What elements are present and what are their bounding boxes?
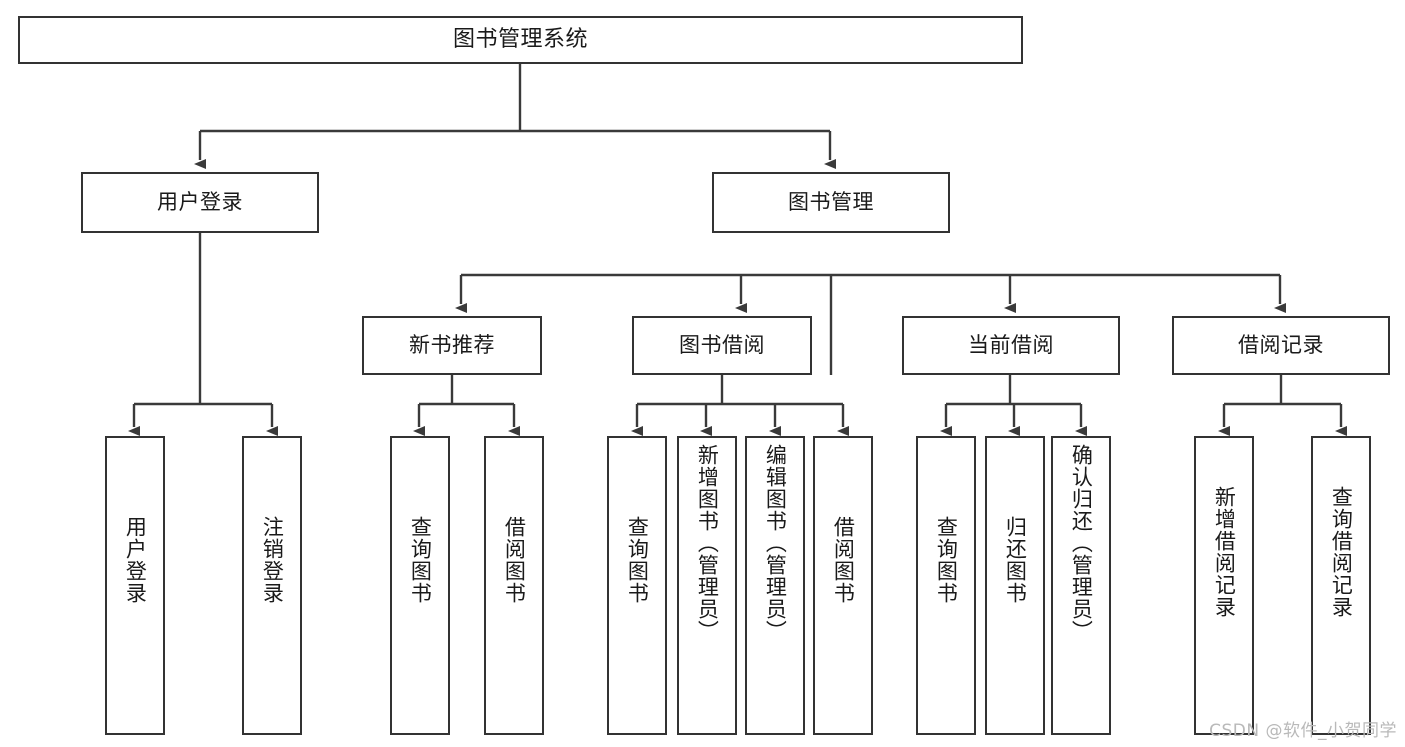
node-leaf-query-book-2-label: 查询图书 (625, 516, 650, 604)
node-leaf-query-book-2[interactable]: 查询图书 (607, 436, 667, 735)
node-leaf-return-book-label: 归还图书 (1003, 516, 1028, 604)
node-leaf-add-book-label: 新增图书（管理员） (695, 444, 720, 642)
node-leaf-borrow-book-2-label: 借阅图书 (831, 516, 856, 604)
node-leaf-query-book-1-label: 查询图书 (408, 516, 433, 604)
node-borrow-record-label: 借阅记录 (1238, 332, 1324, 357)
node-book-manage-label: 图书管理 (788, 189, 874, 214)
node-leaf-add-record-label: 新增借阅记录 (1212, 486, 1237, 618)
node-current-borrow-label: 当前借阅 (968, 332, 1054, 357)
node-book-borrow[interactable]: 图书借阅 (632, 316, 812, 375)
node-leaf-add-record[interactable]: 新增借阅记录 (1194, 436, 1254, 735)
node-root-label: 图书管理系统 (452, 26, 588, 52)
node-leaf-query-record[interactable]: 查询借阅记录 (1311, 436, 1371, 735)
node-leaf-return-book[interactable]: 归还图书 (985, 436, 1045, 735)
node-leaf-edit-book[interactable]: 编辑图书（管理员） (745, 436, 805, 735)
node-leaf-borrow-book-1-label: 借阅图书 (502, 516, 527, 604)
node-new-book-recommend[interactable]: 新书推荐 (362, 316, 542, 375)
node-book-manage[interactable]: 图书管理 (712, 172, 950, 233)
node-leaf-query-book-3[interactable]: 查询图书 (916, 436, 976, 735)
node-new-book-recommend-label: 新书推荐 (409, 332, 495, 357)
node-leaf-logout-label: 注销登录 (260, 516, 285, 604)
node-leaf-borrow-book-1[interactable]: 借阅图书 (484, 436, 544, 735)
node-leaf-confirm-return[interactable]: 确认归还（管理员） (1051, 436, 1111, 735)
node-leaf-logout[interactable]: 注销登录 (242, 436, 302, 735)
node-leaf-confirm-return-label: 确认归还（管理员） (1069, 444, 1094, 642)
node-leaf-user-login[interactable]: 用户登录 (105, 436, 165, 735)
node-leaf-query-record-label: 查询借阅记录 (1329, 486, 1354, 618)
node-current-borrow[interactable]: 当前借阅 (902, 316, 1120, 375)
node-user-login-label: 用户登录 (157, 189, 243, 214)
node-leaf-borrow-book-2[interactable]: 借阅图书 (813, 436, 873, 735)
node-leaf-add-book[interactable]: 新增图书（管理员） (677, 436, 737, 735)
node-root[interactable]: 图书管理系统 (18, 16, 1023, 64)
node-leaf-edit-book-label: 编辑图书（管理员） (763, 444, 788, 642)
node-leaf-query-book-3-label: 查询图书 (934, 516, 959, 604)
node-borrow-record[interactable]: 借阅记录 (1172, 316, 1390, 375)
node-book-borrow-label: 图书借阅 (679, 332, 765, 357)
node-leaf-user-login-label: 用户登录 (123, 516, 148, 604)
node-leaf-query-book-1[interactable]: 查询图书 (390, 436, 450, 735)
node-user-login[interactable]: 用户登录 (81, 172, 319, 233)
